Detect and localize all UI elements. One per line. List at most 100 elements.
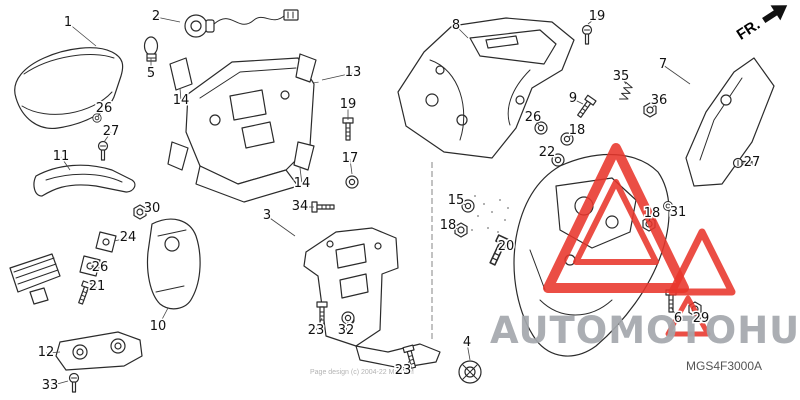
callout-leader-line xyxy=(455,200,467,206)
callout-number-10: 10 xyxy=(150,319,167,334)
callout-number-26: 26 xyxy=(92,260,109,275)
callout-leader-line xyxy=(67,22,97,47)
callout-leader-line xyxy=(90,265,101,269)
callout-number-29: 29 xyxy=(693,311,710,326)
callout-number-1: 1 xyxy=(64,15,72,30)
callout-number-31: 31 xyxy=(670,205,687,220)
callout-leader-line xyxy=(669,206,679,214)
callout-leader-line xyxy=(620,76,627,85)
washer-icon xyxy=(345,175,359,189)
callout-number-36: 36 xyxy=(651,93,668,108)
rear-fender-part xyxy=(397,17,575,159)
callout-number-14: 14 xyxy=(294,176,311,191)
callout-leader-line xyxy=(315,317,323,332)
bulb-part xyxy=(143,36,159,62)
callout-leader-line xyxy=(345,321,349,332)
callout-leader-line xyxy=(85,286,98,292)
inner-fender-part xyxy=(167,53,317,203)
clip-plates xyxy=(79,231,117,277)
callout-leader-line xyxy=(651,100,660,109)
callout-leader-line xyxy=(113,237,129,242)
stipple-texture xyxy=(471,195,509,233)
callout-number-14: 14 xyxy=(173,93,190,108)
bolt-icon xyxy=(574,94,597,120)
callout-leader-line xyxy=(587,16,598,25)
license-bracket-part xyxy=(303,227,441,369)
callout-number-3: 3 xyxy=(263,208,271,223)
bolt-icon xyxy=(342,117,354,141)
callout-number-30: 30 xyxy=(144,201,161,216)
callout-leader-line xyxy=(572,98,584,105)
callout-leader-line xyxy=(49,380,69,387)
watermark-triangle-medium xyxy=(668,228,736,296)
callout-leader-line xyxy=(546,152,557,159)
fr-arrow-icon xyxy=(762,5,788,24)
callout-number-26: 26 xyxy=(525,110,542,125)
taillight-part xyxy=(14,47,124,129)
callout-leader-line xyxy=(97,108,105,117)
callout-leader-line xyxy=(349,158,353,175)
callout-number-19: 19 xyxy=(589,9,606,24)
callout-leader-line xyxy=(103,131,112,143)
callout-number-24: 24 xyxy=(120,230,137,245)
callout-leader-line xyxy=(402,359,411,372)
callout-number-32: 32 xyxy=(338,323,355,338)
callout-leader-line xyxy=(45,351,61,354)
callout-leader-line xyxy=(266,215,296,237)
callout-number-35: 35 xyxy=(613,69,630,84)
callout-number-18: 18 xyxy=(440,218,457,233)
stay-bracket-part xyxy=(146,218,201,310)
footer-note: Page design (c) 2004-22 May AM xyxy=(310,369,414,376)
callout-number-23: 23 xyxy=(395,363,412,378)
callout-leader-line xyxy=(497,246,507,251)
bolt-icon xyxy=(311,201,335,213)
screw-icon xyxy=(581,24,593,45)
callout-leader-line xyxy=(157,307,169,328)
grommet-part xyxy=(458,360,482,384)
callout-leader-line xyxy=(662,64,691,85)
bulb-socket-wire-part xyxy=(184,9,299,38)
callout-leader-line xyxy=(648,213,653,222)
callout-number-26: 26 xyxy=(96,101,113,116)
callout-number-7: 7 xyxy=(659,57,667,72)
callout-number-11: 11 xyxy=(53,149,70,164)
watermark-triangle-small xyxy=(665,295,711,337)
callout-number-27: 27 xyxy=(103,124,120,139)
callout-leader-line xyxy=(670,306,679,320)
callout-leader-line xyxy=(299,167,303,185)
callout-leader-line xyxy=(694,310,702,320)
callout-number-6: 6 xyxy=(674,311,682,326)
callout-number-2: 2 xyxy=(152,9,160,24)
callout-number-27: 27 xyxy=(744,155,761,170)
callout-number-34: 34 xyxy=(292,199,309,214)
callout-number-21: 21 xyxy=(89,279,106,294)
callout-leader-line xyxy=(455,25,469,39)
callout-number-15: 15 xyxy=(448,193,465,208)
part-code: MGS4F3000A xyxy=(686,359,762,373)
callout-leader-line xyxy=(179,87,182,102)
callout-number-18: 18 xyxy=(644,206,661,221)
nut-icon xyxy=(454,222,468,238)
callout-leader-line xyxy=(568,130,578,138)
callout-number-18: 18 xyxy=(569,123,586,138)
callout-leader-line xyxy=(155,16,181,23)
callout-number-22: 22 xyxy=(539,145,556,160)
callout-number-23: 23 xyxy=(308,323,325,338)
side-panel-part xyxy=(685,57,775,187)
callout-number-19: 19 xyxy=(340,97,357,112)
callout-number-12: 12 xyxy=(38,345,55,360)
callout-number-8: 8 xyxy=(452,18,460,33)
callout-number-4: 4 xyxy=(463,335,471,350)
callout-number-13: 13 xyxy=(345,65,362,80)
callout-leader-line xyxy=(321,72,354,81)
screw-icon xyxy=(68,372,80,393)
fr-label: FR. xyxy=(734,16,764,43)
callout-number-9: 9 xyxy=(569,91,577,106)
side-bracket-part xyxy=(33,164,136,197)
callout-leader-line xyxy=(60,156,71,171)
spring-icon xyxy=(619,81,634,103)
callout-number-5: 5 xyxy=(147,66,155,81)
callout-leader-line xyxy=(447,225,459,230)
